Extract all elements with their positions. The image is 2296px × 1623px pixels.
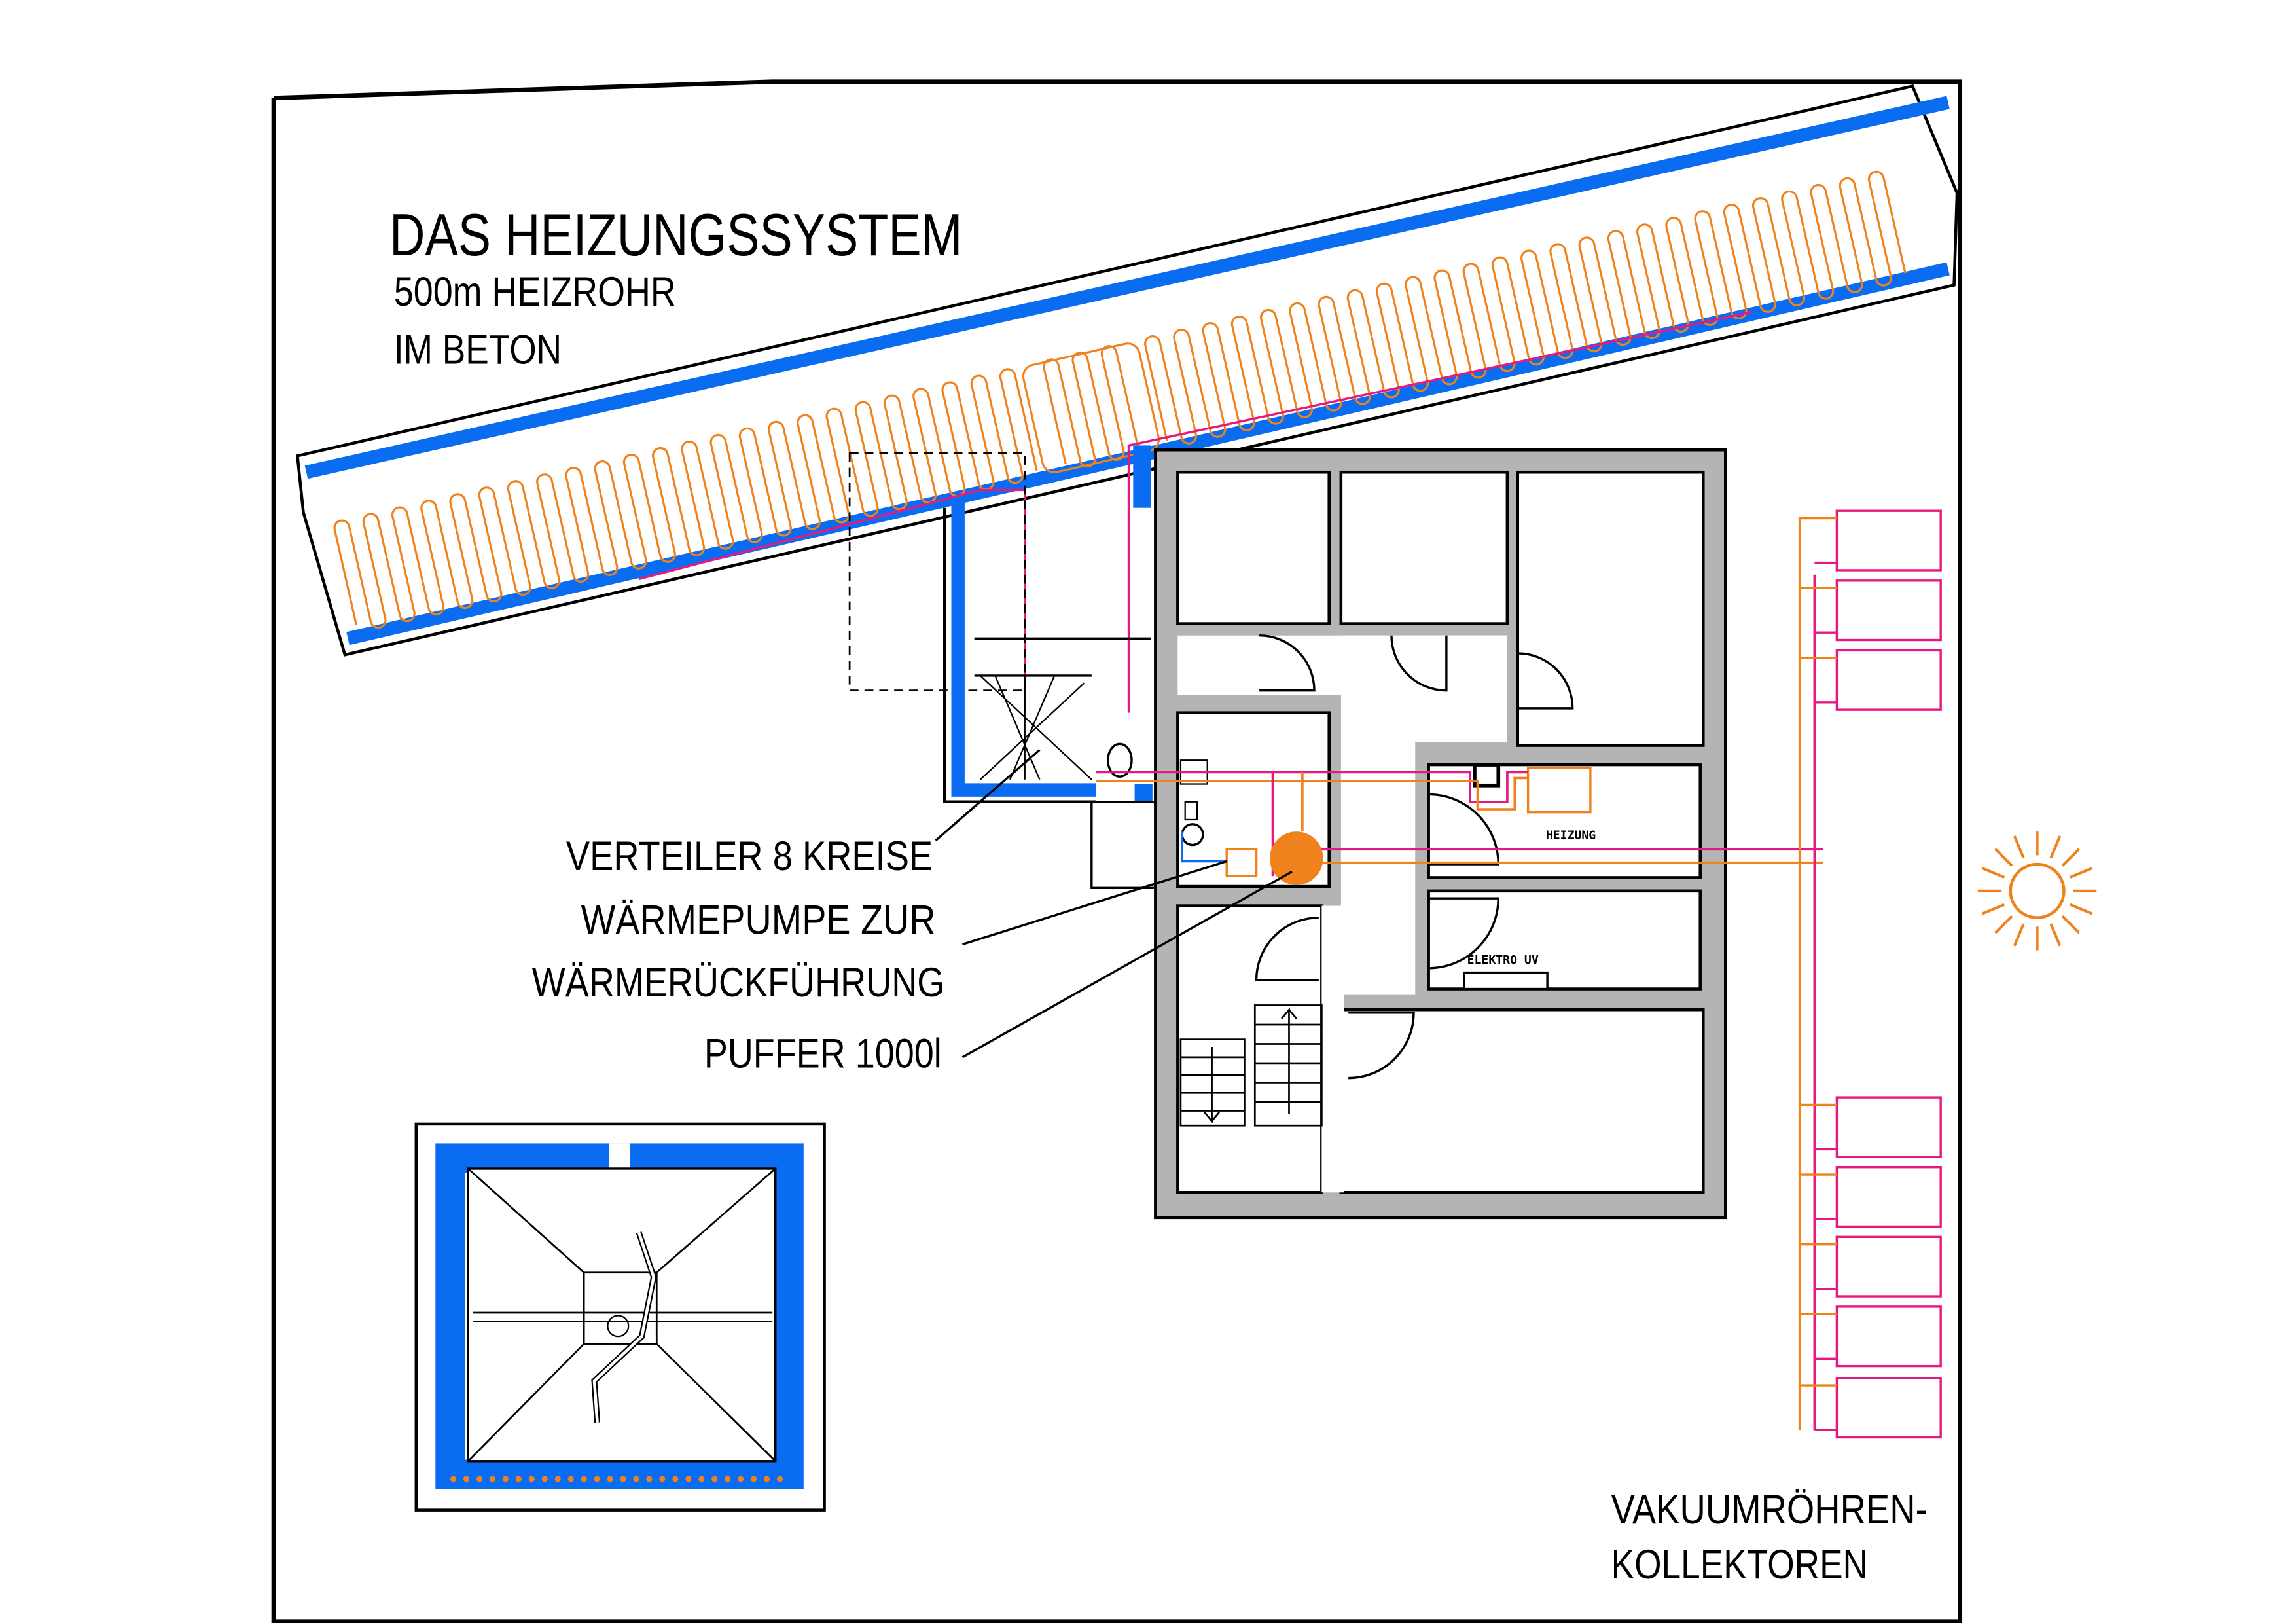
coil-dot (581, 1476, 587, 1482)
coil-dot (685, 1476, 692, 1482)
collector-panel (1835, 1166, 1942, 1228)
coil-dot (528, 1476, 535, 1482)
sun-ray (2070, 903, 2093, 915)
sun-ray (2013, 835, 2025, 859)
heating-pipe-loop (333, 170, 1907, 629)
coil-dot (594, 1476, 600, 1482)
sun-ray (1994, 848, 2013, 867)
coil-dot (476, 1476, 482, 1482)
floor-slab (295, 84, 1959, 713)
coil-dot (738, 1476, 744, 1482)
label-kollektoren-2: KOLLEKTOREN (1611, 1542, 1868, 1588)
collector-panel (1835, 649, 1942, 711)
coil-dot (633, 1476, 639, 1482)
label-waermepumpe-1: WÄRMEPUMPE ZUR (581, 898, 936, 943)
pipes (1096, 517, 1823, 1431)
toilet-icon (1107, 742, 1133, 778)
coil-dot (659, 1476, 666, 1482)
coil-dot (776, 1476, 783, 1482)
subtitle-in-concrete: IM BETON (394, 327, 562, 373)
coil-dot (751, 1476, 757, 1482)
sun-ray (2013, 923, 2025, 947)
coil-dot (607, 1476, 613, 1482)
floor-plan: HEIZUNG ELEKTRO UV (1154, 448, 1727, 1220)
label-verteiler: VERTEILER 8 KREISE (566, 833, 933, 879)
room-label-heizung: HEIZUNG (1546, 828, 1596, 842)
annex (848, 445, 1157, 890)
storage-tank-section (414, 1122, 826, 1512)
coil-dot (541, 1476, 548, 1482)
coil-dot (764, 1476, 770, 1482)
sun-icon (1977, 831, 2097, 951)
collector-panel (1835, 1235, 1942, 1298)
collector-panel (1835, 1305, 1942, 1368)
label-puffer: PUFFER 1000l (704, 1031, 942, 1077)
coil-dot (502, 1476, 509, 1482)
coil-dot (725, 1476, 731, 1482)
coil-dot (567, 1476, 574, 1482)
subtitle-pipe-length: 500m HEIZROHR (394, 269, 676, 315)
supply-line (1127, 310, 1753, 713)
buffer-tank-icon (1269, 831, 1323, 885)
sun-ray (1994, 915, 2013, 934)
label-kollektoren-1: VAKUUMRÖHREN- (1611, 1487, 1928, 1533)
diagram-title: DAS HEIZUNGSSYSTEM (389, 202, 962, 268)
sun-ray (2061, 848, 2081, 867)
sun-ray (2061, 915, 2081, 934)
coil-dot (463, 1476, 470, 1482)
vacuum-tube-collectors (1799, 509, 1942, 1439)
room-label-elektro: ELEKTRO UV (1467, 953, 1539, 967)
leader-lines (935, 749, 1293, 1059)
collector-panel (1835, 1096, 1942, 1158)
coil-dot (515, 1476, 522, 1482)
collector-panel (1835, 509, 1942, 572)
sun-ray (2049, 923, 2062, 947)
coil-dot (450, 1476, 457, 1482)
collector-panel (1835, 1377, 1942, 1439)
coil-dot (672, 1476, 679, 1482)
staircase (1179, 1004, 1323, 1127)
sun-ray (1981, 903, 2005, 915)
label-waermepumpe-2: WÄRMERÜCKFÜHRUNG (532, 960, 945, 1006)
coil-dot (711, 1476, 718, 1482)
supply-line (638, 488, 1026, 713)
coil-dot (620, 1476, 626, 1482)
heating-coil-dots (450, 1476, 783, 1482)
coil-dot (554, 1476, 561, 1482)
sun-ray (2070, 867, 2093, 879)
sun-ray (2049, 835, 2062, 859)
floor-heating-coil (333, 170, 1907, 629)
heat-pump-unit (1526, 766, 1592, 814)
heating-pipe-loop (1022, 342, 1160, 474)
insulation-top (304, 96, 1950, 479)
heat-pump-icon (1225, 848, 1258, 877)
coil-dot (698, 1476, 705, 1482)
coil-dot (489, 1476, 495, 1482)
collector-panel (1835, 579, 1942, 642)
sun-ray (1981, 867, 2005, 879)
outer-frame (271, 79, 1963, 1623)
coil-dot (646, 1476, 653, 1482)
